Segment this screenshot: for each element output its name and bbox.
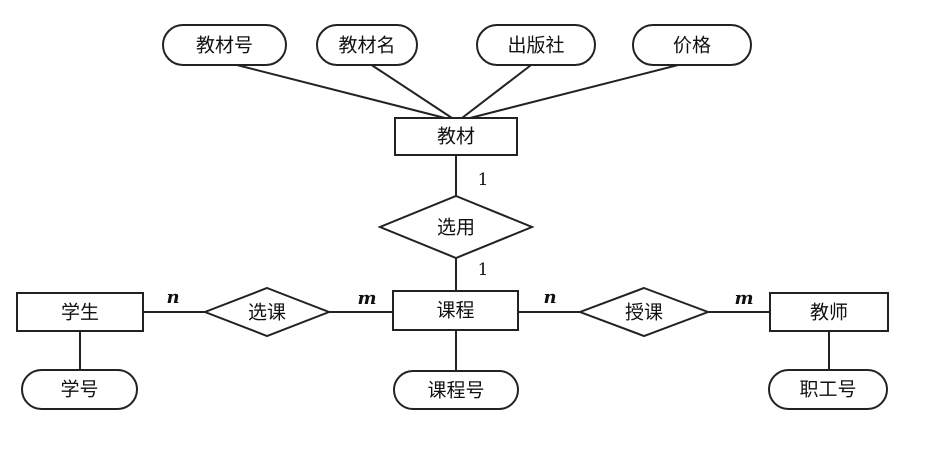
attribute-textbook-name: 教材名	[316, 24, 418, 66]
relationship-enroll: 选课	[202, 286, 332, 338]
attribute-staff-no: 职工号	[768, 369, 888, 410]
cardinality-textbook-select: 1	[478, 170, 489, 190]
edge-textbook-no	[224, 61, 446, 119]
entity-textbook: 教材	[394, 117, 518, 156]
attribute-price: 价格	[632, 24, 752, 66]
entity-course: 课程	[392, 290, 519, 331]
attribute-textbook-no: 教材号	[162, 24, 287, 66]
relationship-label: 选课	[248, 302, 286, 324]
cardinality-course-enroll: m	[357, 288, 376, 309]
edge-textbook-name	[366, 61, 453, 119]
cardinality-course-teach: n	[543, 287, 556, 308]
cardinality-teacher-teach: m	[734, 288, 753, 309]
relationship-select-textbook: 选用	[377, 194, 535, 260]
attribute-publisher: 出版社	[476, 24, 596, 66]
edge-publisher	[461, 61, 536, 119]
relationship-label: 授课	[625, 302, 663, 324]
entity-label: 学生	[61, 302, 99, 324]
attribute-label: 学号	[60, 379, 98, 401]
connectors	[79, 61, 830, 371]
attribute-label: 出版社	[507, 35, 564, 57]
attribute-course-no: 课程号	[393, 370, 519, 410]
attribute-label: 价格	[673, 35, 711, 57]
entity-teacher: 教师	[769, 292, 889, 332]
cardinality-student-enroll: n	[166, 287, 179, 308]
entity-student: 学生	[16, 292, 144, 332]
entity-label: 课程	[436, 300, 474, 322]
entity-label: 教师	[810, 302, 848, 324]
cardinality-course-select: 1	[478, 260, 489, 280]
relationship-label: 选用	[437, 217, 475, 239]
relationship-teach: 授课	[577, 286, 711, 338]
attribute-label: 职工号	[799, 379, 856, 401]
attribute-label: 教材名	[338, 35, 395, 57]
entity-label: 教材	[437, 126, 475, 148]
attribute-label: 教材号	[196, 35, 253, 57]
edge-price	[469, 61, 691, 119]
attribute-label: 课程号	[427, 380, 484, 402]
attribute-student-no: 学号	[21, 369, 138, 410]
